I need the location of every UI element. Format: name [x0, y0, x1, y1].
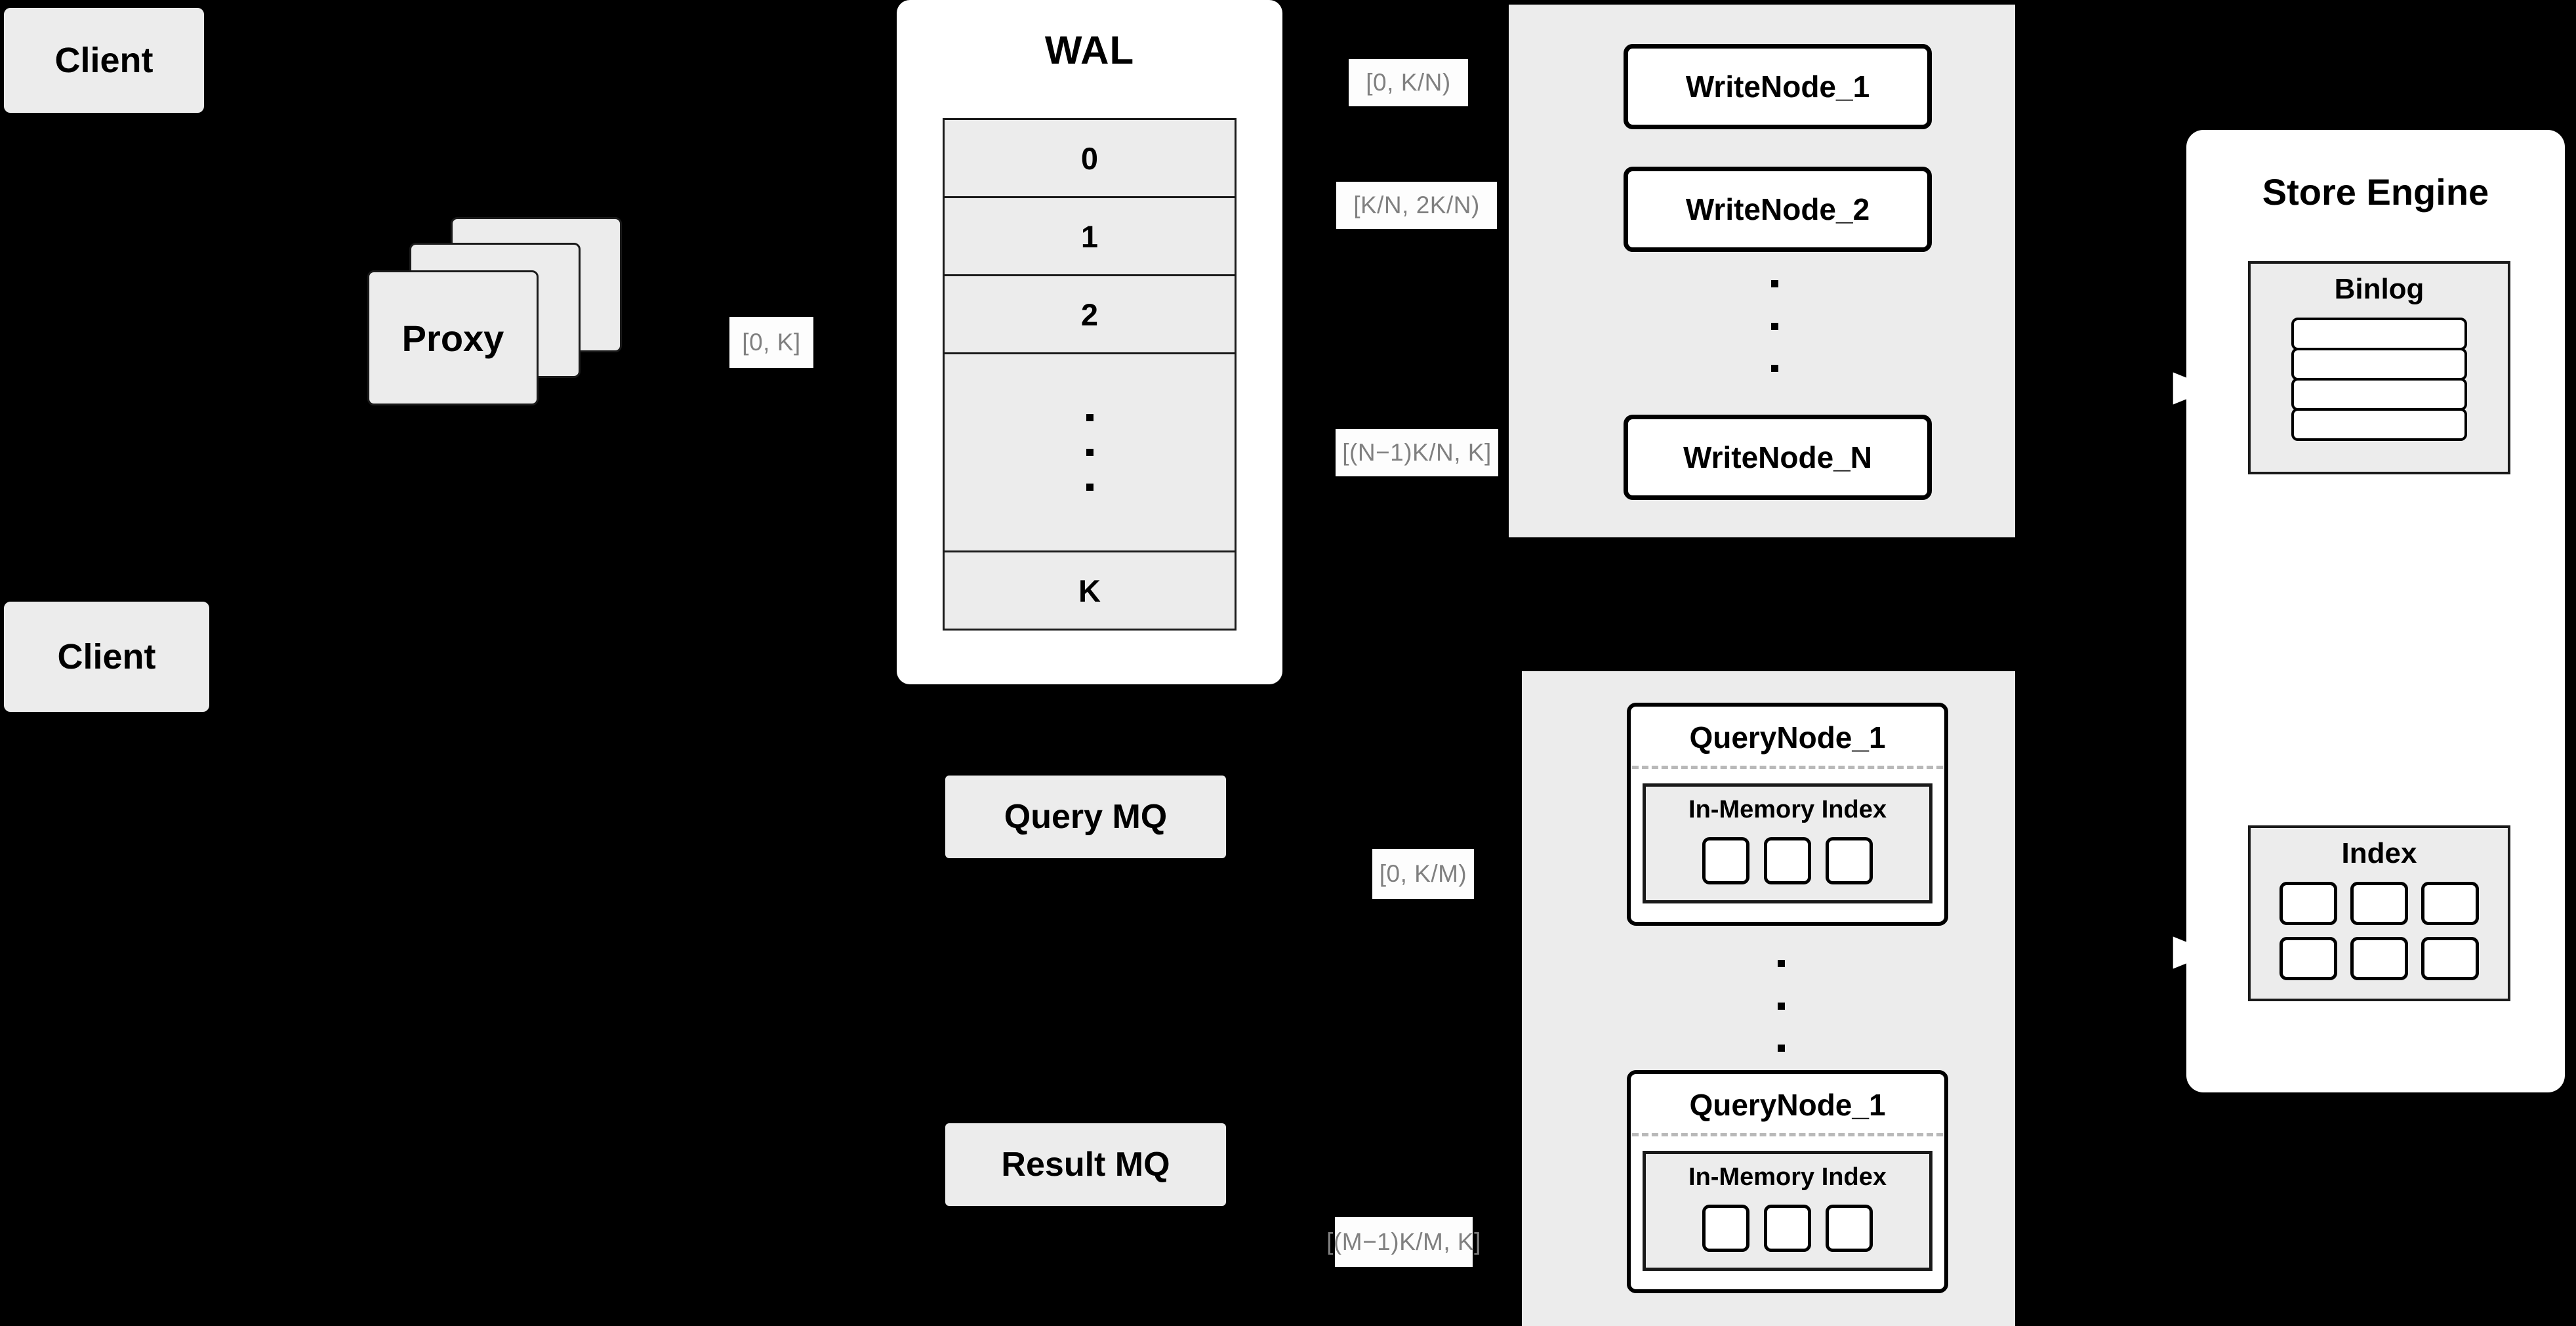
index-chip[interactable] — [1702, 1205, 1749, 1252]
ellipsis-dot — [1086, 449, 1094, 456]
binlog-row[interactable] — [2291, 318, 2467, 350]
edge-label-text: [K/N, 2K/N) — [1353, 192, 1480, 218]
edge-label-wal-to-write-n: [(N−1)K/N, K] — [1336, 429, 1498, 476]
client-label: Client — [54, 41, 153, 80]
in-memory-index-box: In-Memory Index — [1643, 783, 1932, 903]
in-memory-index-label: In-Memory Index — [1688, 796, 1887, 823]
client-label: Client — [57, 637, 156, 676]
query-mq-box[interactable]: Query MQ — [945, 776, 1226, 858]
binlog-box: Binlog — [2248, 261, 2510, 474]
wal-entry[interactable]: 0 — [945, 120, 1235, 198]
index-chip[interactable] — [2350, 937, 2408, 980]
ellipsis-dot — [1777, 960, 1785, 967]
store-engine-panel: Store Engine Binlog Index — [2186, 130, 2565, 1092]
in-memory-index-box: In-Memory Index — [1643, 1151, 1932, 1271]
edge-label-wal-to-write-2: [K/N, 2K/N) — [1336, 182, 1497, 229]
edge-label-text: [(N−1)K/N, K] — [1342, 439, 1492, 466]
ellipsis-dot — [1770, 365, 1778, 372]
write-node-card-1[interactable]: WriteNode_1 — [1624, 44, 1932, 129]
index-title: Index — [2341, 837, 2417, 869]
wal-panel: WAL 0 1 2 K — [897, 0, 1282, 684]
wal-entry-ellipsis — [945, 354, 1235, 552]
ellipsis-dot — [1086, 414, 1094, 421]
write-node-group: WriteNode_1 WriteNode_2 WriteNode_N — [1509, 5, 2015, 537]
write-node-label: WriteNode_N — [1683, 440, 1872, 474]
edge-label-text: [0, K/N) — [1366, 69, 1451, 96]
index-box: Index — [2248, 825, 2510, 1001]
query-node-divider — [1632, 1133, 1943, 1136]
query-node-label: QueryNode_1 — [1689, 720, 1886, 755]
edge-label-text: [0, K/M) — [1379, 860, 1467, 887]
store-engine-title: Store Engine — [2262, 171, 2489, 213]
wal-entry-stack: 0 1 2 K — [943, 118, 1237, 631]
wal-entry-last[interactable]: K — [945, 552, 1235, 629]
proxy-stack[interactable]: Proxy — [367, 210, 695, 433]
query-node-divider — [1632, 766, 1943, 769]
proxy-label: Proxy — [401, 317, 504, 359]
index-chip[interactable] — [1702, 837, 1749, 884]
edge-label-text: [(M−1)K/M, K] — [1326, 1228, 1481, 1255]
binlog-row[interactable] — [2291, 348, 2467, 381]
wal-title: WAL — [1044, 28, 1135, 72]
proxy-card-front[interactable]: Proxy — [367, 270, 539, 405]
binlog-row[interactable] — [2291, 408, 2467, 441]
in-memory-index-chip-row — [1702, 1205, 1873, 1252]
index-chip[interactable] — [2280, 937, 2337, 980]
index-chip[interactable] — [1764, 1205, 1811, 1252]
edge-label-mq-to-query-1: [0, K/M) — [1372, 849, 1474, 899]
client-box-2[interactable]: Client — [4, 602, 209, 712]
index-chip[interactable] — [2421, 937, 2479, 980]
edge-label-text: [0, K] — [742, 329, 801, 356]
write-node-card-2[interactable]: WriteNode_2 — [1624, 167, 1932, 252]
binlog-row-list — [2291, 318, 2467, 441]
query-node-card-1[interactable]: QueryNode_1 In-Memory Index — [1627, 703, 1948, 926]
query-node-ellipsis — [1776, 960, 1786, 1052]
index-chip[interactable] — [2280, 882, 2337, 925]
in-memory-index-label: In-Memory Index — [1688, 1163, 1887, 1191]
ellipsis-dot — [1770, 280, 1778, 287]
query-node-card-m[interactable]: QueryNode_1 In-Memory Index — [1627, 1070, 1948, 1293]
write-node-label: WriteNode_2 — [1685, 192, 1870, 226]
in-memory-index-chip-row — [1702, 837, 1873, 884]
write-node-card-n[interactable]: WriteNode_N — [1624, 415, 1932, 500]
query-node-group: QueryNode_1 In-Memory Index QueryNode_1 … — [1522, 671, 2015, 1326]
edge-label-wal-to-write-1: [0, K/N) — [1349, 59, 1468, 106]
query-mq-label: Query MQ — [1004, 798, 1168, 836]
write-node-label: WriteNode_1 — [1685, 70, 1870, 104]
ellipsis-dot — [1770, 322, 1778, 330]
client-box-1[interactable]: Client — [4, 8, 204, 113]
edge-label-proxy-to-wal: [0, K] — [729, 317, 813, 368]
index-chip[interactable] — [1764, 837, 1811, 884]
wal-entry[interactable]: 2 — [945, 276, 1235, 354]
query-node-label: QueryNode_1 — [1689, 1088, 1886, 1122]
wal-entry[interactable]: 1 — [945, 198, 1235, 276]
index-chip[interactable] — [2350, 882, 2408, 925]
index-chip[interactable] — [2421, 882, 2479, 925]
ellipsis-dot — [1777, 1002, 1785, 1010]
binlog-title: Binlog — [2334, 273, 2424, 305]
binlog-row[interactable] — [2291, 378, 2467, 411]
index-chip-grid — [2280, 882, 2479, 980]
ellipsis-dot — [1086, 484, 1094, 491]
ellipsis-dot — [1777, 1045, 1785, 1052]
write-node-ellipsis — [1770, 280, 1779, 372]
index-chip[interactable] — [1826, 1205, 1873, 1252]
result-mq-label: Result MQ — [1001, 1146, 1170, 1184]
result-mq-box[interactable]: Result MQ — [945, 1123, 1226, 1206]
index-chip[interactable] — [1826, 837, 1873, 884]
edge-label-mq-to-query-m: [(M−1)K/M, K] — [1326, 1217, 1481, 1267]
